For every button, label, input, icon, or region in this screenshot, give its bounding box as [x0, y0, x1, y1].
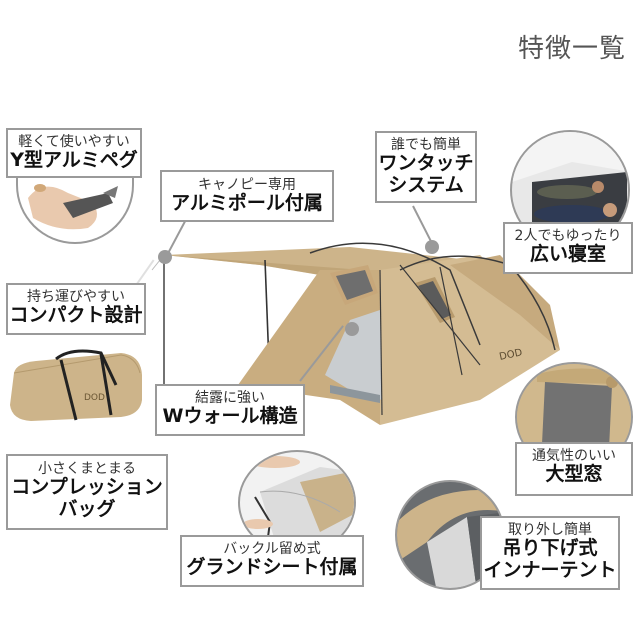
page-title: 特徴一覧: [517, 34, 626, 64]
feature-main-bedroom: 広い寝室: [529, 243, 606, 266]
feature-label-inner: 取り外し簡単 吊り下げ式 インナーテント: [480, 516, 620, 590]
feature-label-compact: 持ち運びやすい コンパクト設計: [6, 283, 146, 335]
feature-main-bag-line2: バッグ: [58, 497, 116, 520]
feature-sub-compact: 持ち運びやすい: [27, 289, 125, 305]
feature-main-wwall: Wウォール構造: [162, 405, 298, 428]
callout-dot-pole: [158, 250, 172, 264]
feature-label-window: 通気性のいい 大型窓: [515, 442, 633, 496]
feature-main-compact: コンパクト設計: [9, 304, 143, 327]
feature-sub-bedroom: 2人でもゆったり: [514, 228, 622, 244]
feature-sub-bag: 小さくまとまる: [38, 461, 136, 477]
feature-main-groundsheet: グランドシート付属: [186, 556, 358, 579]
feature-label-wwall: 結露に強い Wウォール構造: [155, 384, 305, 436]
feature-label-onetouch: 誰でも簡単 ワンタッチ システム: [375, 131, 477, 203]
bag-logo: DOD: [84, 393, 105, 403]
carry-bag-image: DOD: [6, 345, 146, 425]
feature-sub-groundsheet: バックル留め式: [223, 541, 321, 557]
feature-main-pole: アルミポール付属: [171, 192, 323, 215]
dod-logo: DOD: [498, 347, 523, 363]
feature-main-onetouch-line2: システム: [388, 173, 464, 196]
feature-sub-onetouch: 誰でも簡単: [391, 137, 461, 153]
feature-label-bedroom: 2人でもゆったり 広い寝室: [503, 222, 633, 274]
feature-sub-pole: キャノピー専用: [198, 177, 296, 193]
feature-main-peg: Y型アルミペグ: [10, 149, 138, 172]
feature-sub-window: 通気性のいい: [532, 448, 616, 464]
feature-main-bag-line1: コンプレッション: [11, 476, 163, 499]
feature-label-groundsheet: バックル留め式 グランドシート付属: [180, 535, 364, 587]
feature-main-inner-line2: インナーテント: [483, 558, 617, 581]
feature-main-inner-line1: 吊り下げ式: [502, 537, 598, 560]
feature-label-peg: 軽くて使いやすい Y型アルミペグ: [6, 128, 142, 178]
feature-sub-wwall: 結露に強い: [195, 390, 265, 406]
feature-main-window: 大型窓: [545, 463, 603, 486]
feature-label-pole: キャノピー専用 アルミポール付属: [160, 170, 334, 222]
callout-dot-wwall: [345, 322, 359, 336]
callout-dot-onetouch: [425, 240, 439, 254]
feature-sub-peg: 軽くて使いやすい: [18, 134, 130, 150]
feature-main-onetouch-line1: ワンタッチ: [378, 152, 474, 175]
feature-label-bag: 小さくまとまる コンプレッション バッグ: [6, 454, 168, 530]
feature-sub-inner: 取り外し簡単: [508, 522, 592, 538]
